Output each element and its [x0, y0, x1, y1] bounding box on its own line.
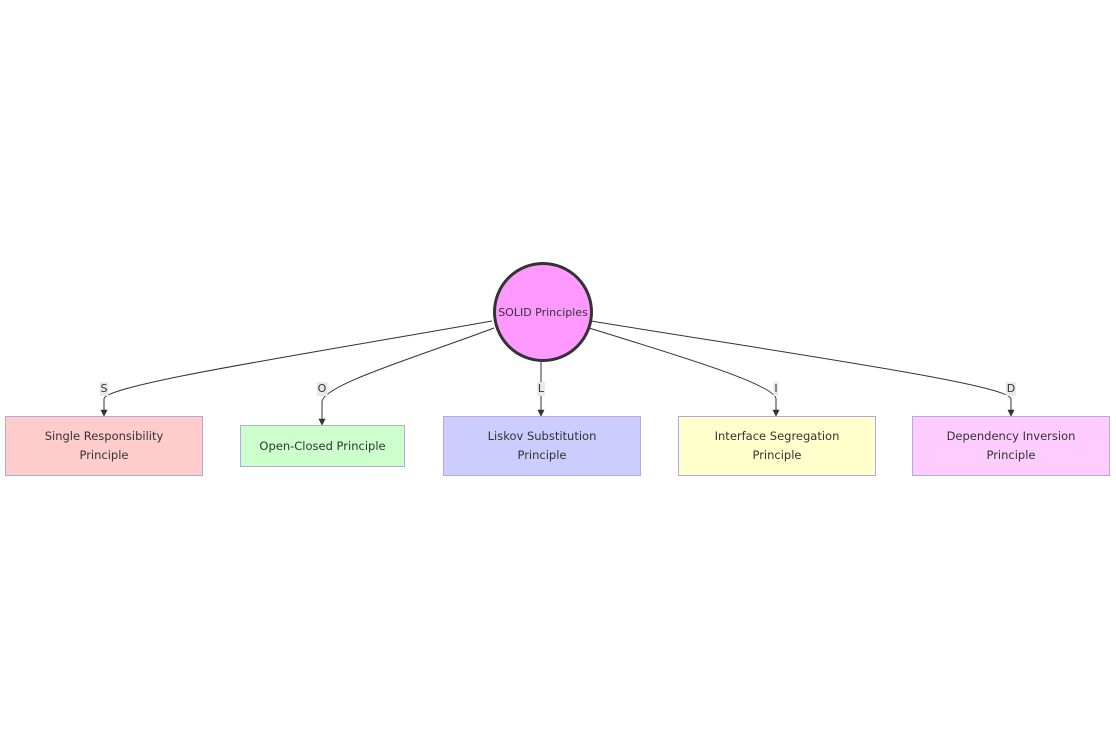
- node-dependency-inversion[interactable]: Dependency Inversion Principle: [912, 416, 1110, 476]
- root-node-solid-principles[interactable]: SOLID Principles: [493, 262, 593, 362]
- node-interface-segregation-label: Interface Segregation Principle: [714, 429, 840, 462]
- edge-i: [588, 327, 780, 417]
- node-dependency-inversion-label: Dependency Inversion Principle: [946, 429, 1076, 462]
- node-liskov-substitution-label: Liskov Substitution Principle: [487, 429, 597, 462]
- edge-label-s: S: [99, 382, 109, 396]
- edge-d: [590, 320, 1015, 417]
- edge-s: [100, 320, 493, 417]
- edge-label-d: D: [1005, 382, 1017, 396]
- edge-label-l: L: [536, 382, 546, 396]
- node-open-closed[interactable]: Open-Closed Principle: [240, 425, 405, 467]
- node-liskov-substitution[interactable]: Liskov Substitution Principle: [443, 416, 641, 476]
- root-node-label: SOLID Principles: [498, 305, 588, 319]
- node-single-responsibility[interactable]: Single Responsibility Principle: [5, 416, 203, 476]
- node-single-responsibility-label: Single Responsibility Principle: [44, 429, 164, 462]
- edge-label-i: I: [773, 382, 779, 396]
- edge-o: [318, 327, 495, 426]
- node-open-closed-label: Open-Closed Principle: [259, 438, 386, 453]
- node-interface-segregation[interactable]: Interface Segregation Principle: [678, 416, 876, 476]
- edge-label-o: O: [316, 382, 328, 396]
